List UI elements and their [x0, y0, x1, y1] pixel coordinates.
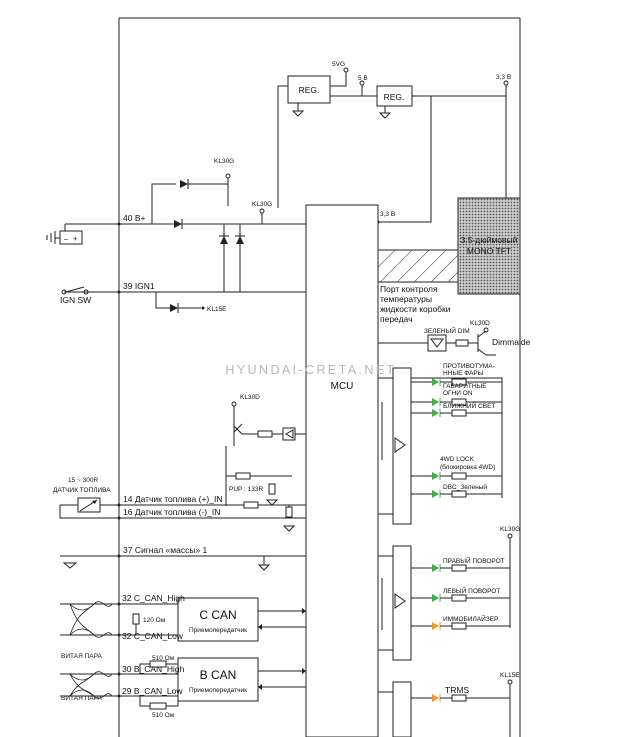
pin-32l-label: 32 C_CAN_Low: [122, 631, 184, 641]
dbc-label: DBC_Зеленый: [443, 483, 487, 491]
fuel-range-label: 15 ~ 300R: [68, 477, 98, 484]
fuel-sensor-label: ДАТЧИК ТОПЛИВА: [53, 487, 111, 494]
twisted-pair-2-label: ВИТАЯ ПАРА: [61, 695, 103, 702]
fog-label-1: ПРОТИВОТУМА-: [443, 363, 495, 370]
reg1-label: REG.: [299, 85, 320, 95]
driver-ic-3: [392, 681, 412, 737]
pup-label: PUP : 133R: [229, 486, 264, 493]
led-immobilizer: [411, 622, 510, 630]
ign-sw-label: IGN SW: [60, 295, 91, 305]
pin-39-label: 39 IGN1: [123, 281, 155, 291]
svg-text:–: –: [64, 234, 69, 243]
r120-label: 120 Ом: [143, 617, 166, 624]
immobilizer-label: ИММОБИЛАЙЗЕР: [443, 614, 498, 623]
pin-14-label: 14 Датчик топлива (+)_IN: [123, 494, 222, 504]
4wd-lock-label-2: (блокировка 4WD): [440, 463, 495, 471]
right-turn-label: ПРАВЫЙ ПОВОРОТ: [443, 556, 505, 565]
b-can-title: B CAN: [200, 668, 237, 682]
hatched-bus: [377, 249, 459, 283]
green-dim-label: ЗЕЛЕНЫЙ DIM: [424, 326, 470, 335]
led-4wd-lock: [411, 472, 502, 480]
tft-label-1: 3.5-дюймовый: [461, 235, 518, 245]
reg2-label: REG.: [384, 92, 405, 102]
led-right-turn: [411, 564, 510, 572]
r510a-label: 510 Ом: [152, 655, 175, 662]
led-fog-lamps: [411, 378, 502, 386]
indicators-kl15e-label: KL15E: [500, 672, 520, 679]
dimmalde-label: Dimmalde: [492, 337, 531, 347]
mcu-label: MCU: [331, 381, 354, 392]
led-low-beam: [411, 409, 502, 417]
indicators-kl30g-label: KL30G: [500, 526, 520, 533]
c-can-transceiver: [177, 597, 259, 642]
port-label-4: передач: [380, 314, 413, 324]
kl30g-label-b: KL30G: [252, 201, 272, 208]
kl15e-label: KL15E: [207, 306, 227, 313]
dim-transistor-box: [427, 334, 447, 352]
pin-32h-label: 32 C_CAN_High: [122, 593, 185, 603]
fuel-kl30d-label: KL30D: [240, 394, 260, 401]
svg-text:+: +: [73, 234, 78, 243]
twisted-pair-1-label: ВИТАЯ ПАРА: [61, 653, 103, 660]
led-dbc: [411, 490, 502, 498]
port-label-3: жидкости коробки: [380, 304, 451, 314]
pin-40-label: 40 B+: [123, 213, 145, 223]
fog-label-2: ННЫЕ ФАРЫ: [443, 370, 484, 377]
mono-tft-display: [457, 197, 521, 295]
watermark: HYUNDAI-CRETA.NET: [225, 363, 396, 377]
pin-16-label: 16 Датчик топлива (-)_IN: [123, 507, 220, 517]
pin-30-label: 30 B_CAN_High: [122, 664, 185, 674]
parking-label-1: ГАБАРИТНЫЕ: [443, 383, 487, 390]
pin-37-label: 37 Сигнал «массы» 1: [123, 545, 208, 555]
dim-kl30d-label: KL30D: [470, 320, 490, 327]
ign-switch: [65, 286, 85, 293]
trms-label: TRMS: [445, 685, 469, 695]
r510b-label: 510 Ом: [152, 712, 175, 719]
led-left-turn: [411, 594, 510, 602]
pin-29-label: 29 B_CAN_Low: [122, 686, 183, 696]
led-trms: [411, 694, 510, 702]
c-can-title: C CAN: [199, 608, 236, 622]
driver-ic-1: [392, 367, 412, 525]
c-can-sub: Приемопередатчик: [189, 627, 247, 634]
b-can-transceiver: [177, 657, 259, 702]
parking-label-2: ОГНИ ON: [443, 390, 473, 397]
left-turn-label: ЛЕВЫЙ ПОВОРОТ: [443, 586, 500, 595]
v5vg-label: 5VG: [332, 61, 345, 68]
v33-top-label: 3,3 В: [496, 74, 511, 81]
low-beam-label: БЛИЖНИЙ СВЕТ: [443, 401, 495, 410]
regulator-1: [287, 75, 331, 104]
kl30g-label-a: KL30G: [214, 158, 234, 165]
led-parking-lights: [411, 398, 502, 406]
tft-label-2: MONO TFT: [467, 246, 511, 256]
v33-mid-label: 3,3 В: [380, 211, 395, 218]
b-can-sub: Приемопередатчик: [189, 687, 247, 694]
port-label-2: температуры: [380, 294, 432, 304]
4wd-lock-label-1: 4WD LOCK: [440, 456, 475, 463]
v5-label: 5 В: [358, 75, 368, 82]
mcu-block: [305, 204, 379, 737]
port-label-1: Порт контроля: [380, 284, 438, 294]
